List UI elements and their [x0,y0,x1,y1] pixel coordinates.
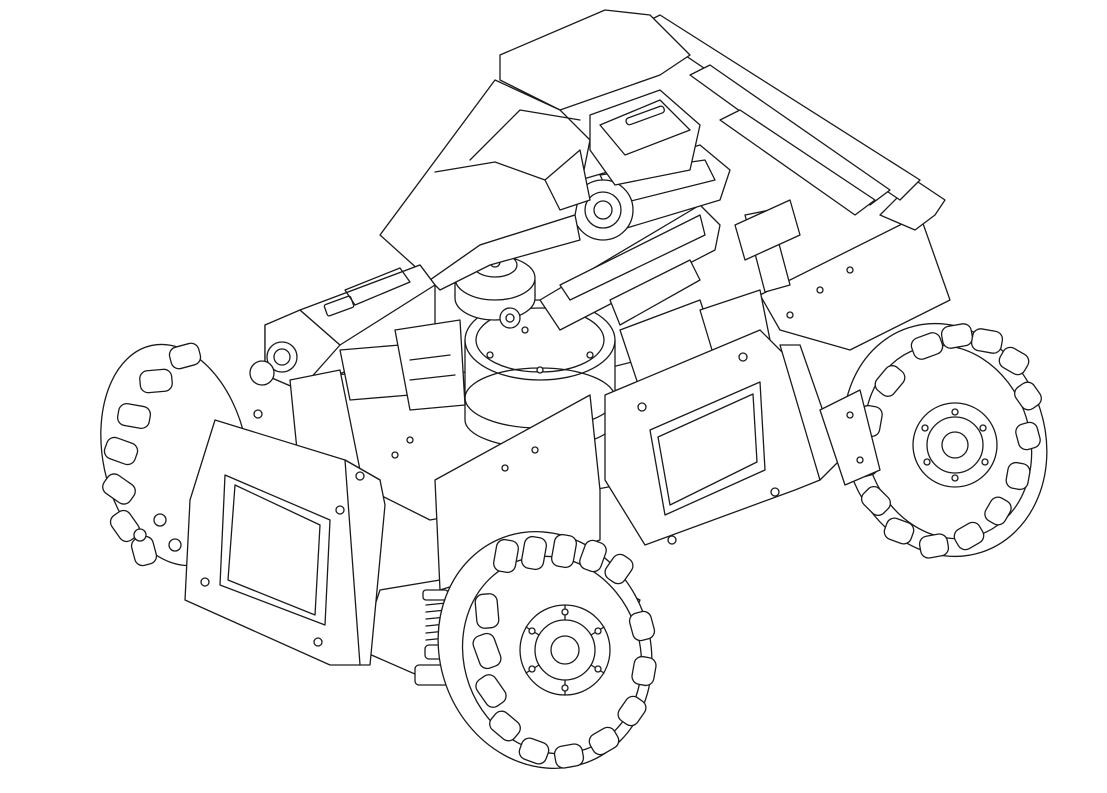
right-rear-mecanum-wheel [842,322,1048,559]
right-rear-hub-bolts [921,408,989,482]
front-wheel-hub-bolts [528,608,602,692]
rear-wheel-mount [819,389,881,486]
front-left-mecanum-wheel [437,531,657,769]
left-rear-wheel-rollers [102,342,202,567]
camera-module [589,89,701,186]
blaster-barrel [249,264,436,391]
right-rear-wheel-rollers [851,323,1042,559]
front-wheel-rollers [472,533,657,769]
rear-frame-rails [639,14,921,293]
gimbal-top-cover [379,9,691,291]
right-front-armor-panel [604,329,841,546]
rear-right-armor-panel [759,179,951,351]
left-front-armor-panel [184,409,386,666]
gimbal-arm-lower [539,204,721,331]
